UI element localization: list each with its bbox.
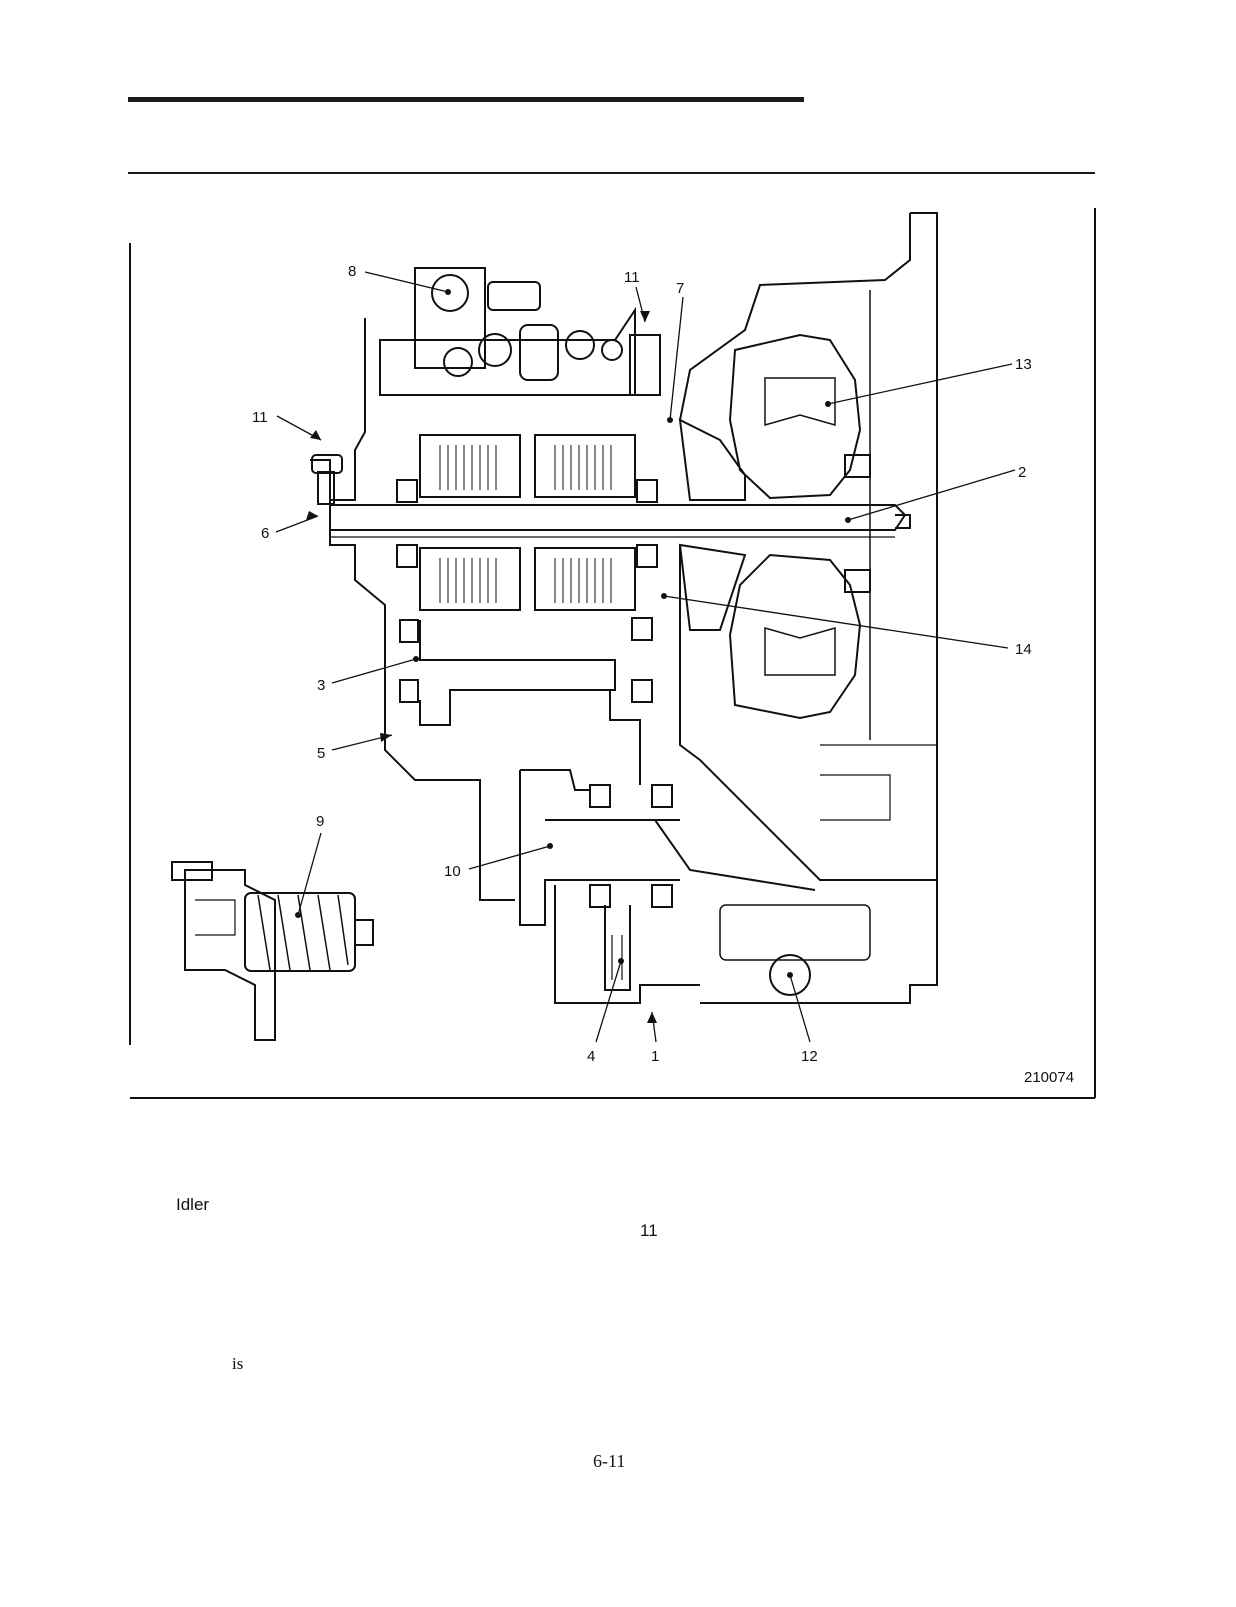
callout-12: 12	[801, 1048, 818, 1065]
callout-6: 6	[261, 525, 269, 542]
callout-9: 9	[316, 813, 324, 830]
header-rule-thin	[128, 172, 1095, 174]
callout-13: 13	[1015, 356, 1032, 373]
transmission-cross-section-figure: 8 11 7 13 11 2 6 14 3 5 9 10 4 1 12 2100…	[129, 208, 1096, 1099]
callout-8: 8	[348, 263, 356, 280]
callout-10: 10	[444, 863, 461, 880]
callout-11-left: 11	[252, 409, 268, 426]
callout-4: 4	[587, 1048, 595, 1065]
body-callout-ref: 11	[640, 1221, 658, 1240]
callout-1: 1	[651, 1048, 659, 1065]
callout-11-top: 11	[624, 269, 640, 286]
callout-5: 5	[317, 745, 325, 762]
page-number: 6-11	[593, 1451, 626, 1471]
body-word-idler: Idler	[176, 1195, 210, 1214]
callout-14: 14	[1015, 641, 1032, 658]
figure-id: 210074	[1024, 1069, 1074, 1086]
body-word-is: is	[232, 1354, 244, 1373]
callout-3: 3	[317, 677, 325, 694]
callout-2: 2	[1018, 464, 1026, 481]
callout-7: 7	[676, 280, 684, 297]
header-rule-thick	[128, 97, 804, 102]
